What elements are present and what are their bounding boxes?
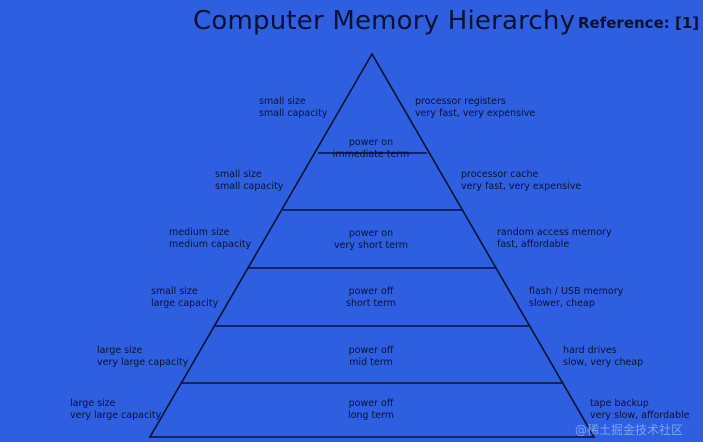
diagram-title: Computer Memory Hierarchy (193, 6, 576, 36)
reference-note: Reference: [1] (578, 14, 700, 32)
pyramid-outline (148, 52, 596, 438)
watermark: @稀土掘金技术社区 (574, 423, 683, 437)
